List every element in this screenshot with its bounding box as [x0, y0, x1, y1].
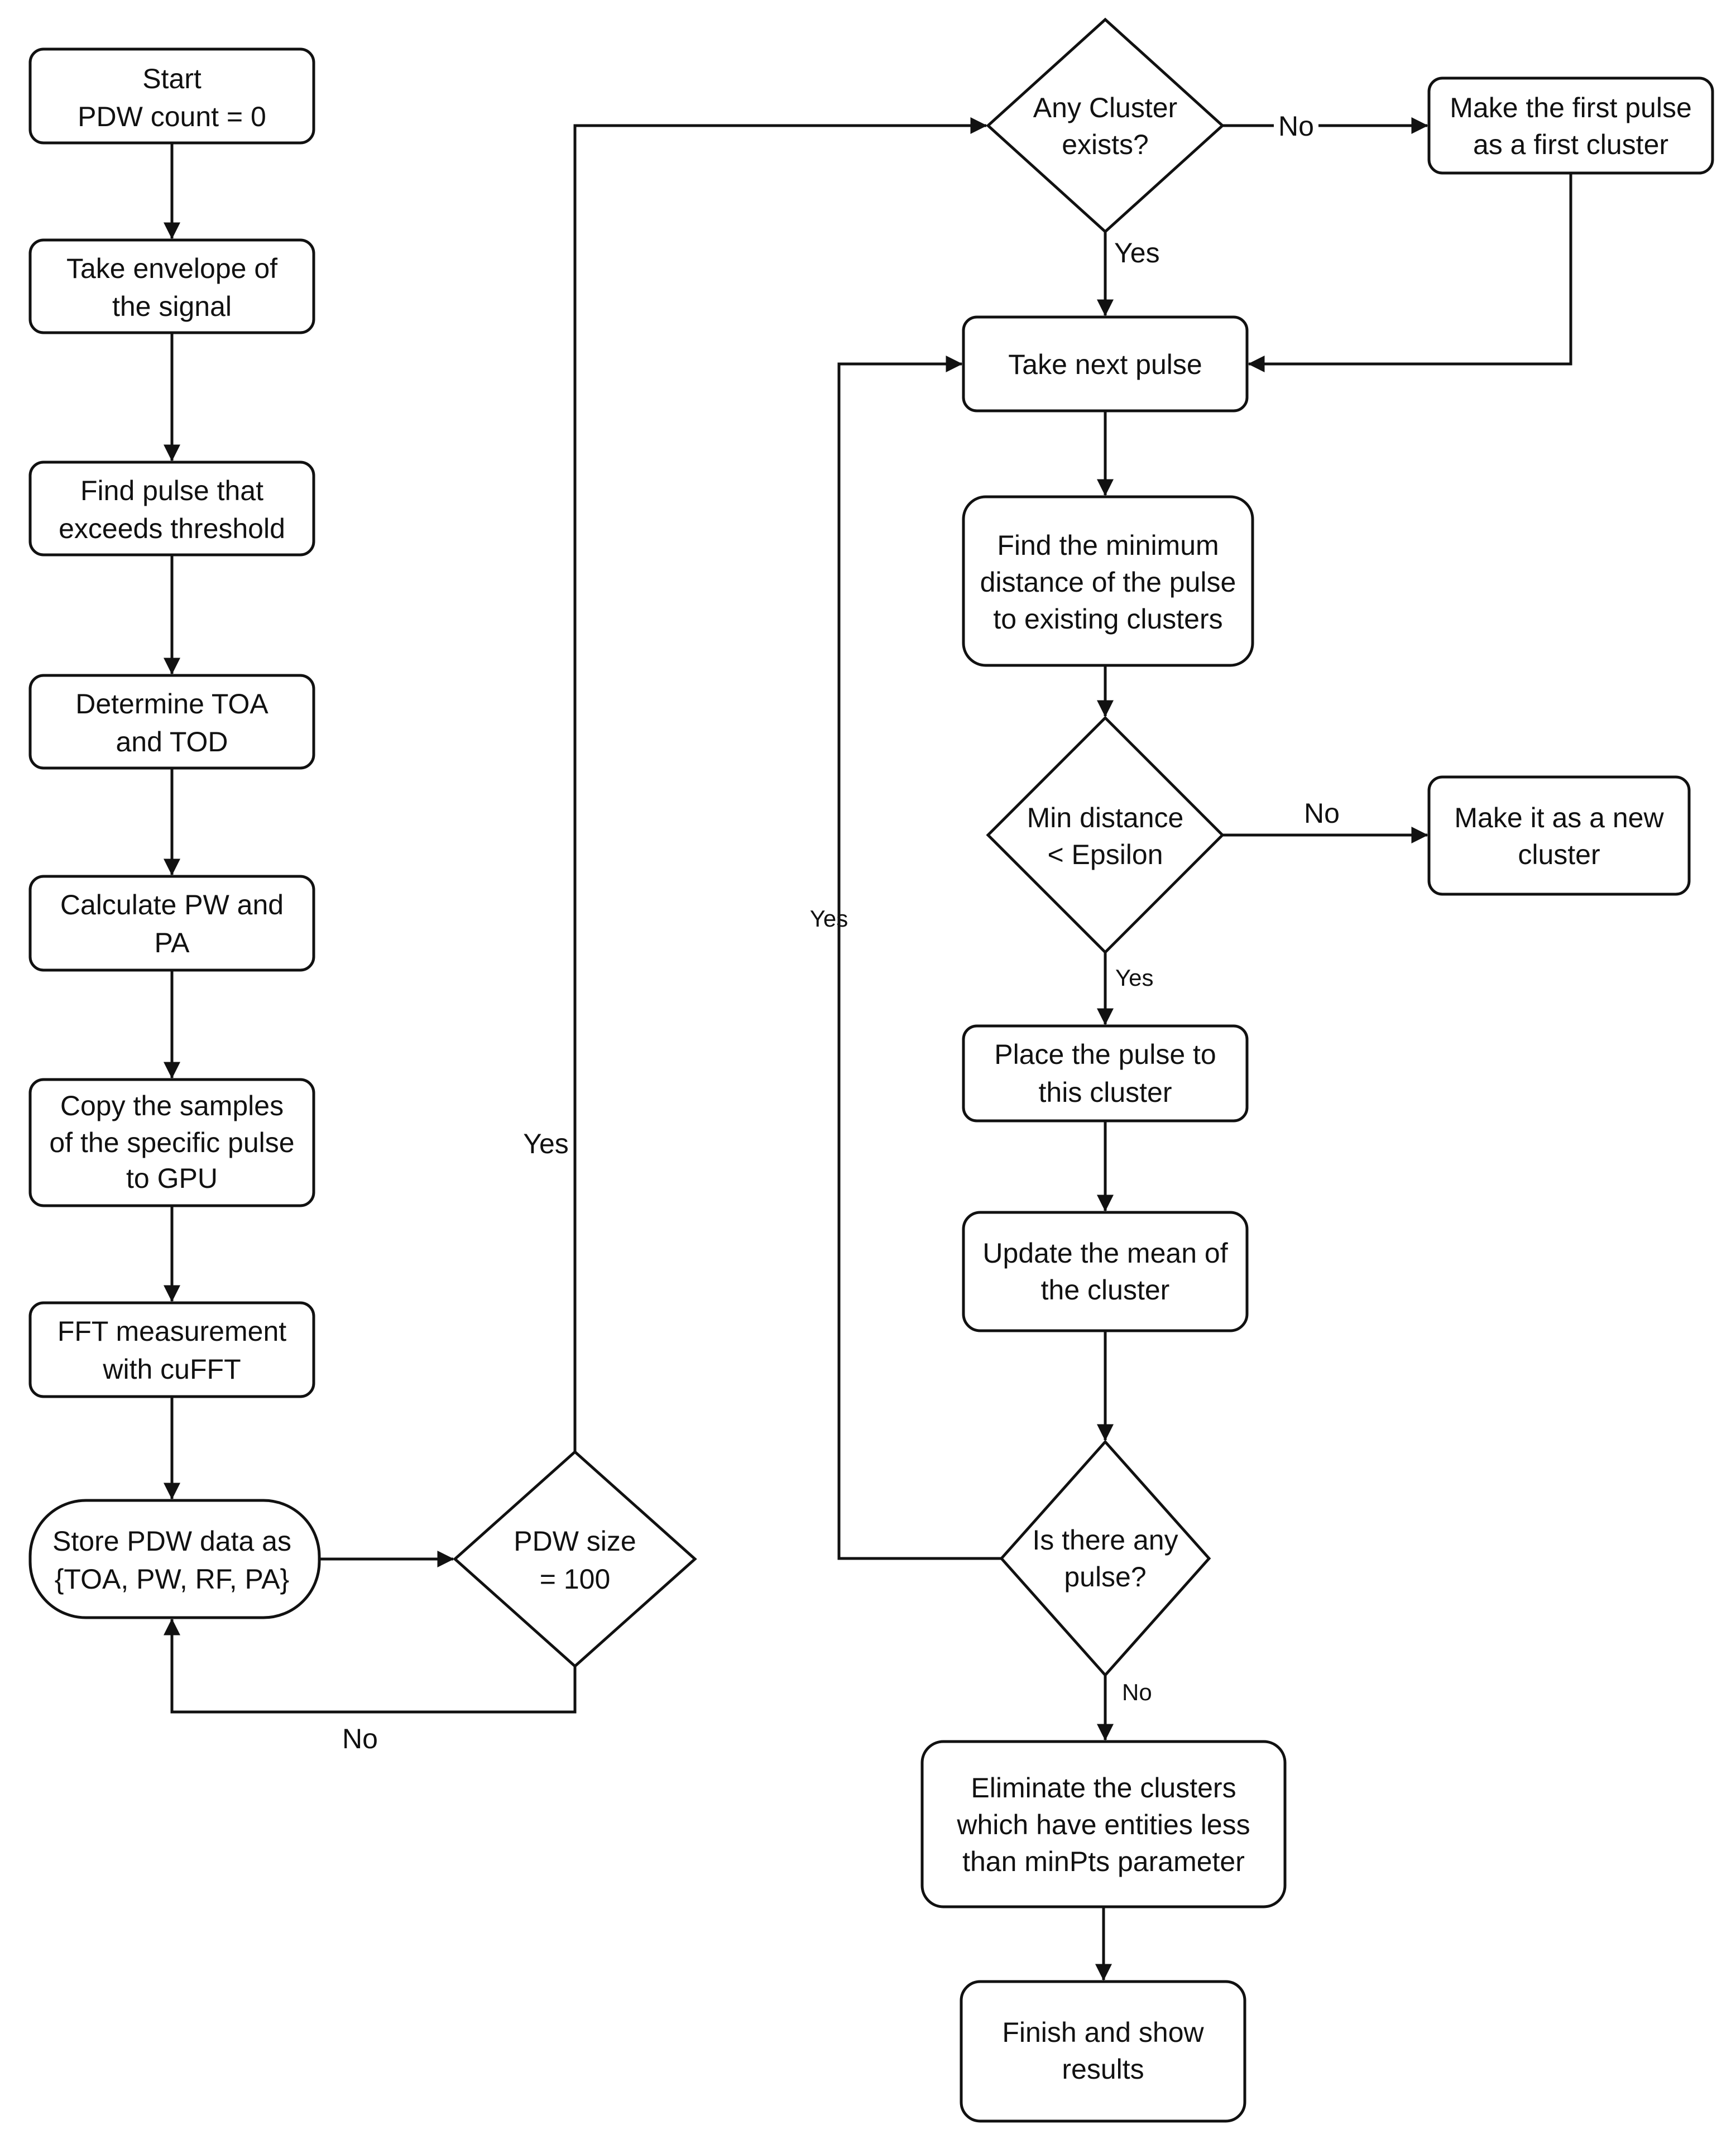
node-envelope: Take envelope of the signal [28, 238, 315, 334]
node-eliminate: Eliminate the clusters which have entiti… [920, 1740, 1287, 1908]
node-new-cluster-line-2: cluster [1518, 839, 1600, 870]
node-min-distance-calc: Find the minimum distance of the pulse t… [962, 495, 1254, 667]
node-any-pulse: Is there any pulse? [999, 1440, 1211, 1677]
node-min-distance-check-line-1: Min distance [1027, 802, 1184, 833]
edge-label-min-distance-yes: Yes [1115, 965, 1154, 991]
node-update-mean: Update the mean of the cluster [962, 1211, 1249, 1332]
node-pdw-size-line-1: PDW size [514, 1526, 636, 1557]
edge-label-any-pulse-yes: Yes [810, 905, 848, 932]
node-first-cluster: Make the first pulse as a first cluster [1427, 76, 1714, 175]
edge-label-pdw-size-no: No [342, 1723, 378, 1754]
node-pw-pa-line-1: Calculate PW and [60, 889, 284, 920]
node-finish: Finish and show results [960, 1980, 1246, 2123]
node-find-pulse-line-2: exceeds threshold [59, 513, 285, 544]
edge-label-any-pulse-no: No [1122, 1679, 1152, 1705]
edge-any-pulse-yes-next-pulse [837, 356, 1001, 1560]
node-update-mean-line-1: Update the mean of [982, 1238, 1227, 1269]
node-min-distance-check-line-2: < Epsilon [1047, 839, 1163, 870]
node-any-pulse-line-2: pulse? [1064, 1561, 1146, 1593]
node-place-pulse: Place the pulse to this cluster [962, 1024, 1249, 1123]
node-fft: FFT measurement with cuFFT [28, 1301, 315, 1398]
node-any-cluster-line-2: exists? [1062, 129, 1149, 160]
node-update-mean-line-2: the cluster [1041, 1274, 1170, 1306]
node-pw-pa: Calculate PW and PA [28, 875, 315, 972]
edge-label-pdw-size-yes: Yes [523, 1128, 569, 1159]
node-pdw-size: PDW size = 100 [453, 1450, 697, 1668]
node-fft-line-1: FFT measurement [57, 1316, 286, 1347]
edge-label-min-distance-no: No [1304, 798, 1340, 829]
node-eliminate-line-2: which have entities less [956, 1809, 1250, 1840]
node-store-pdw: Store PDW data as {TOA, PW, RF, PA} [28, 1499, 321, 1619]
node-copy-gpu-line-2: of the specific pulse [49, 1127, 294, 1158]
node-first-cluster-line-1: Make the first pulse [1450, 92, 1692, 123]
node-start-line-2: PDW count = 0 [78, 101, 266, 132]
node-first-cluster-line-2: as a first cluster [1473, 129, 1668, 160]
edge-first-cluster-next-pulse [1248, 173, 1572, 372]
node-eliminate-line-3: than minPts parameter [962, 1846, 1245, 1877]
node-next-pulse-line-1: Take next pulse [1008, 349, 1202, 380]
node-toa-tod-line-1: Determine TOA [75, 688, 268, 720]
node-finish-line-2: results [1062, 2054, 1144, 2085]
node-pdw-size-line-2: = 100 [540, 1563, 611, 1595]
node-find-pulse-line-1: Find pulse that [80, 475, 263, 506]
node-eliminate-line-1: Eliminate the clusters [971, 1772, 1236, 1804]
node-min-distance-calc-line-2: distance of the pulse [980, 567, 1236, 598]
node-fft-line-2: with cuFFT [102, 1354, 241, 1385]
node-new-cluster: Make it as a new cluster [1427, 775, 1691, 896]
node-min-distance-calc-line-3: to existing clusters [993, 603, 1222, 635]
node-place-pulse-line-2: this cluster [1039, 1077, 1172, 1108]
node-start-line-1: Start [142, 63, 202, 94]
node-toa-tod: Determine TOA and TOD [28, 674, 315, 770]
node-any-cluster: Any Cluster exists? [986, 17, 1225, 234]
node-copy-gpu-line-3: to GPU [126, 1163, 218, 1194]
node-copy-gpu-line-1: Copy the samples [60, 1090, 284, 1121]
node-finish-line-1: Finish and show [1002, 2017, 1204, 2048]
node-envelope-line-2: the signal [112, 291, 232, 322]
node-next-pulse: Take next pulse [962, 315, 1249, 413]
node-store-pdw-line-1: Store PDW data as [52, 1526, 291, 1557]
node-min-distance-check: Min distance < Epsilon [986, 716, 1225, 955]
node-place-pulse-line-1: Place the pulse to [994, 1039, 1216, 1070]
node-min-distance-calc-line-1: Find the minimum [997, 530, 1219, 561]
edge-pdw-size-no-loop [164, 1618, 577, 1714]
node-any-pulse-line-1: Is there any [1032, 1524, 1178, 1556]
edge-pdw-size-yes-any-cluster [573, 117, 987, 1452]
node-find-pulse: Find pulse that exceeds threshold [28, 461, 315, 557]
node-store-pdw-line-2: {TOA, PW, RF, PA} [55, 1563, 290, 1595]
node-pw-pa-line-2: PA [155, 927, 190, 958]
node-toa-tod-line-2: and TOD [116, 726, 228, 757]
node-envelope-line-1: Take envelope of [66, 253, 277, 284]
edge-label-any-cluster-no: No [1278, 111, 1314, 142]
node-new-cluster-line-1: Make it as a new [1454, 802, 1664, 833]
node-start: Start PDW count = 0 [28, 47, 315, 145]
node-copy-gpu: Copy the samples of the specific pulse t… [28, 1078, 315, 1207]
edge-label-any-cluster-no-backing [1274, 106, 1318, 140]
edge-label-any-cluster-yes: Yes [1114, 237, 1160, 268]
node-any-cluster-line-1: Any Cluster [1033, 92, 1177, 123]
